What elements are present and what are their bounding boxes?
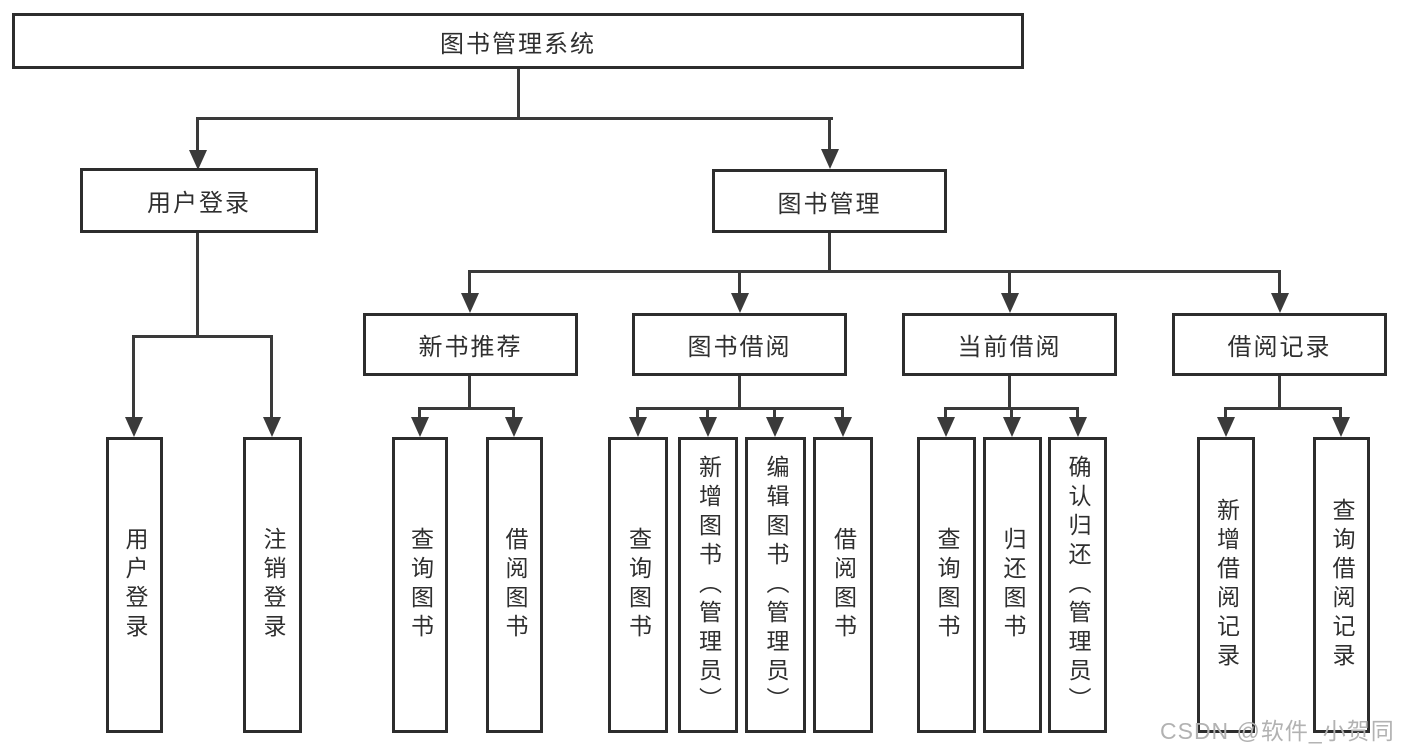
connector-root-stem <box>517 69 520 118</box>
connector-borrowrecord-stem <box>1278 376 1281 409</box>
connector-borrowrecord-rail <box>1224 407 1342 410</box>
connector-drop <box>1224 407 1227 419</box>
connector-currentborrow-drop <box>1008 270 1011 295</box>
connector-newbookrec-stem <box>468 376 471 409</box>
node-current-borrow: 当前借阅 <box>902 313 1117 376</box>
connector-drop <box>1010 407 1013 419</box>
arrowhead-icon <box>1271 293 1289 313</box>
node-bb-add-leaf-label: 新增图书（管理员） <box>695 454 722 716</box>
connector-drop <box>636 407 639 419</box>
node-bb-edit-leaf-label: 编辑图书（管理员） <box>763 454 789 716</box>
connector-bookborrow-drop <box>738 270 741 295</box>
node-book-borrow-label: 图书借阅 <box>687 334 792 361</box>
node-user-login: 用户登录 <box>80 168 318 233</box>
connector-login-drop <box>132 335 135 419</box>
arrowhead-icon <box>411 417 429 437</box>
connector-userlogin-stem <box>196 233 199 337</box>
connector-logout-drop <box>270 335 273 419</box>
node-br-query-leaf-label: 查询借阅记录 <box>1329 498 1355 672</box>
node-user-login-label: 用户登录 <box>147 190 251 217</box>
node-book-mgmt: 图书管理 <box>712 169 947 233</box>
node-cb-confirm-leaf: 确认归还（管理员） <box>1048 437 1107 733</box>
connector-newbookrec-rail <box>418 407 515 410</box>
connector-level1-rail <box>196 117 833 120</box>
connector-bookmgmt-drop <box>828 117 831 151</box>
arrowhead-icon <box>629 417 647 437</box>
node-new-book-rec-label: 新书推荐 <box>418 334 523 361</box>
arrowhead-icon <box>699 417 717 437</box>
arrowhead-icon <box>766 417 784 437</box>
node-logout-leaf-label: 注销登录 <box>260 527 286 643</box>
node-bb-borrow-leaf-label: 借阅图书 <box>830 527 857 643</box>
node-bb-add-leaf: 新增图书（管理员） <box>678 437 738 733</box>
node-root: 图书管理系统 <box>12 13 1024 69</box>
connector-drop <box>418 407 421 419</box>
arrowhead-icon <box>1332 417 1350 437</box>
arrowhead-icon <box>125 417 143 437</box>
connector-userlogin-rail <box>132 335 273 338</box>
connector-bookborrow-stem <box>738 376 741 409</box>
node-cb-confirm-leaf-label: 确认归还（管理员） <box>1065 454 1091 716</box>
node-book-borrow: 图书借阅 <box>632 313 847 376</box>
arrowhead-icon <box>1217 417 1235 437</box>
connector-drop <box>1076 407 1079 419</box>
connector-newbookrec-drop <box>468 270 471 295</box>
connector-bookmgmt-stem <box>828 232 831 272</box>
connector-borrowrecord-drop <box>1278 270 1281 295</box>
node-borrow-record: 借阅记录 <box>1172 313 1387 376</box>
connector-bookborrow-rail <box>636 407 844 410</box>
node-bb-borrow-leaf: 借阅图书 <box>813 437 873 733</box>
node-cb-query-leaf-label: 查询图书 <box>934 527 960 643</box>
node-br-add-leaf: 新增借阅记录 <box>1197 437 1255 733</box>
arrowhead-icon <box>937 417 955 437</box>
connector-drop <box>706 407 709 419</box>
node-book-mgmt-label: 图书管理 <box>777 190 882 218</box>
arrowhead-icon <box>834 417 852 437</box>
node-nbr-borrow-leaf: 借阅图书 <box>486 437 543 733</box>
node-nbr-borrow-leaf-label: 借阅图书 <box>502 527 528 643</box>
connector-drop <box>512 407 515 419</box>
node-bb-query-leaf-label: 查询图书 <box>625 527 652 643</box>
connector-drop <box>944 407 947 419</box>
arrowhead-icon <box>1069 417 1087 437</box>
arrowhead-icon <box>505 417 523 437</box>
node-br-query-leaf: 查询借阅记录 <box>1313 437 1370 733</box>
node-bb-edit-leaf: 编辑图书（管理员） <box>745 437 806 733</box>
csdn-watermark: CSDN @软件_小贺同学 <box>1160 718 1395 744</box>
node-bb-query-leaf: 查询图书 <box>608 437 668 733</box>
connector-userlogin-drop <box>196 117 199 152</box>
arrowhead-icon <box>1003 417 1021 437</box>
node-new-book-rec: 新书推荐 <box>363 313 578 376</box>
node-cb-return-leaf-label: 归还图书 <box>1000 527 1026 643</box>
node-nbr-query-leaf-label: 查询图书 <box>407 527 434 643</box>
connector-drop <box>1339 407 1342 419</box>
connector-level2-rail <box>468 270 1281 273</box>
connector-drop <box>841 407 844 419</box>
arrowhead-icon <box>461 293 479 313</box>
node-current-borrow-label: 当前借阅 <box>957 334 1062 361</box>
node-logout-leaf: 注销登录 <box>243 437 302 733</box>
node-borrow-record-label: 借阅记录 <box>1227 334 1332 361</box>
node-root-label: 图书管理系统 <box>440 30 596 58</box>
arrowhead-icon <box>189 150 207 170</box>
arrowhead-icon <box>263 417 281 437</box>
connector-currentborrow-stem <box>1008 376 1011 409</box>
node-cb-query-leaf: 查询图书 <box>917 437 976 733</box>
arrowhead-icon <box>731 293 749 313</box>
node-cb-return-leaf: 归还图书 <box>983 437 1042 733</box>
node-login-leaf-label: 用户登录 <box>122 527 148 643</box>
arrowhead-icon <box>821 149 839 169</box>
arrowhead-icon <box>1001 293 1019 313</box>
connector-drop <box>773 407 776 419</box>
node-nbr-query-leaf: 查询图书 <box>392 437 448 733</box>
node-login-leaf: 用户登录 <box>106 437 163 733</box>
node-br-add-leaf-label: 新增借阅记录 <box>1213 498 1240 672</box>
